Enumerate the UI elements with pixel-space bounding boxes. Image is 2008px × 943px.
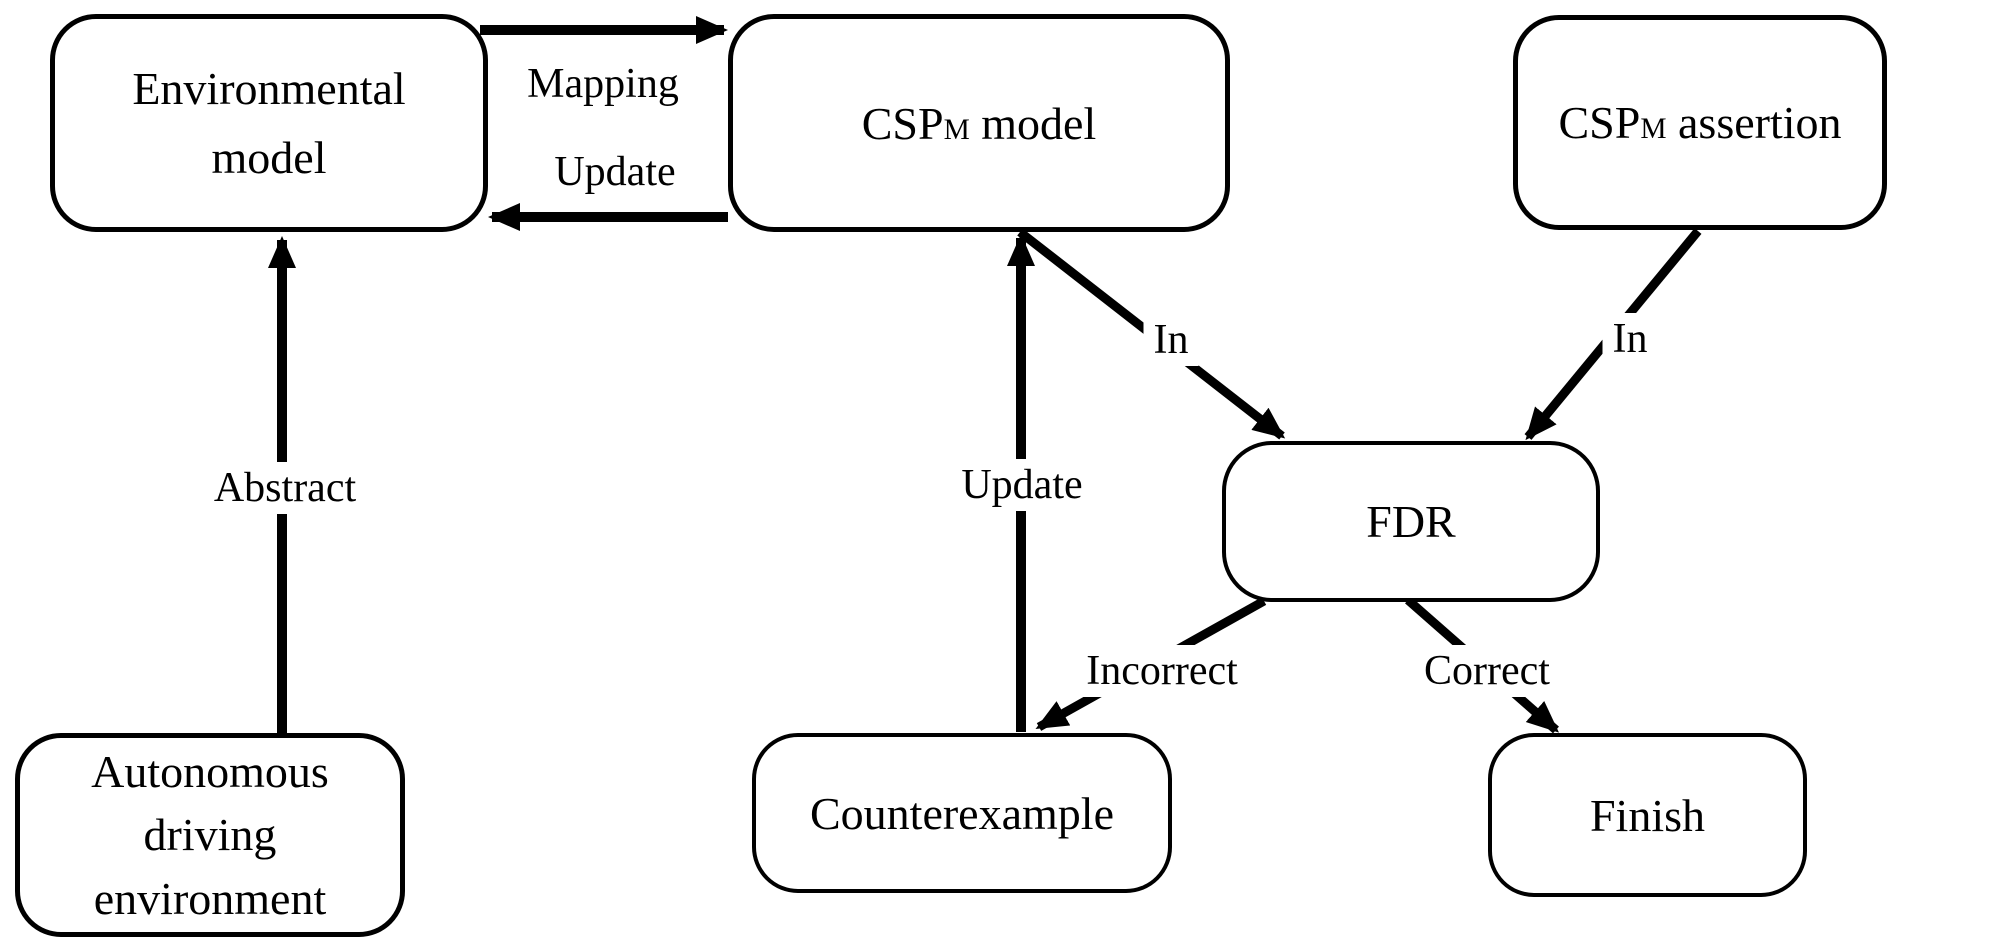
node-cspm-model: CSPM model <box>728 14 1230 232</box>
edge-label-correct: Correct <box>1414 645 1560 697</box>
edge-label-incorrect: Incorrect <box>1076 645 1248 697</box>
node-cspm-model-label: CSPM model <box>861 97 1097 149</box>
node-finish-label: Finish <box>1589 789 1706 841</box>
edge-label-abstract: Abstract <box>203 462 367 514</box>
subscript-m: M <box>1640 113 1667 145</box>
edge-label-in-model: In <box>1143 314 1199 366</box>
node-counterexample-label: Counterexample <box>809 787 1114 839</box>
node-environmental-model: Environmental model <box>50 14 488 232</box>
node-finish: Finish <box>1488 733 1807 897</box>
edge-label-update-model: Update <box>544 146 686 198</box>
node-autonomous-driving-environment: Autonomous driving environment <box>15 733 405 937</box>
node-autonomous-driving-environment-label: Autonomous driving environment <box>91 745 329 924</box>
edge-label-update-counterexample: Update <box>951 459 1093 511</box>
node-cspm-assertion: CSPM assertion <box>1513 15 1887 230</box>
node-counterexample: Counterexample <box>752 733 1172 893</box>
edge-label-mapping: Mapping <box>517 58 689 110</box>
node-fdr-label: FDR <box>1366 496 1456 547</box>
node-environmental-model-label: Environmental model <box>132 63 406 183</box>
subscript-m: M <box>943 113 970 146</box>
edge-label-in-assertion: In <box>1602 313 1658 365</box>
node-cspm-assertion-label: CSPM assertion <box>1558 97 1842 148</box>
node-fdr: FDR <box>1222 441 1600 602</box>
